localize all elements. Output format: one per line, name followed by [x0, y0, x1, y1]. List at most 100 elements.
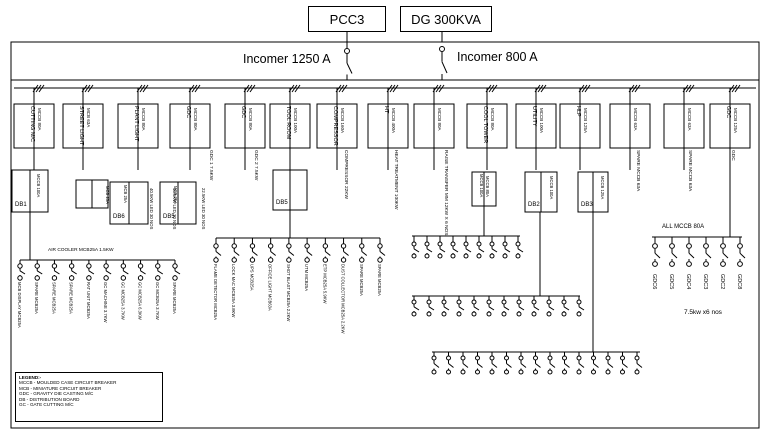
terminal [501, 299, 507, 305]
bus-hatch [392, 84, 399, 93]
switch-blade [379, 251, 386, 256]
terminal [501, 311, 507, 317]
feeder-name: GDC [185, 106, 191, 118]
switch-blade [36, 270, 43, 275]
terminal [120, 275, 127, 281]
gdc-load-name: GDC5 [668, 274, 674, 289]
switch-blade [549, 363, 556, 368]
terminal [286, 257, 292, 263]
gdc-note: 7.5kw x6 nos [684, 309, 723, 316]
terminal [686, 243, 692, 249]
bus-hatch [634, 84, 641, 93]
bus-hatch [294, 84, 301, 93]
terminal [516, 311, 522, 317]
terminal [515, 241, 521, 247]
terminal [518, 355, 524, 361]
terminal [249, 257, 256, 263]
pcc3-box: PCC3 [308, 6, 386, 32]
load-name: UPS MCB25A [249, 264, 254, 291]
feeder-note: SPARE MCCB 63A [635, 150, 641, 192]
terminal [213, 257, 219, 263]
load-name: SHOT BLAST MCB25A 2.2KW [286, 264, 291, 321]
terminal [547, 369, 553, 375]
terminal [322, 243, 329, 249]
feeder-breaker: MCB 63A [86, 108, 91, 127]
all-mccb-label: ALL MCCB 80A [662, 224, 704, 230]
switch-blade [491, 363, 498, 368]
terminal [51, 263, 58, 269]
feeder-breaker: MCCB 80A [437, 108, 442, 131]
terminal [561, 299, 567, 305]
switch-blade [441, 61, 448, 74]
legend-title: LEGEND:- [19, 375, 42, 380]
feeder-name: HLP [575, 106, 581, 117]
switch-blade [477, 363, 483, 368]
switch-blade [578, 306, 585, 311]
switch-blade [448, 363, 454, 368]
terminal [475, 355, 480, 361]
bus-hatch [341, 84, 348, 93]
small-breaker: MCCB 80A [485, 176, 490, 197]
feeder-breaker: MCCB 80A [193, 108, 198, 131]
bus-hatch [84, 84, 91, 93]
gdc-load-name: GDC2 [719, 274, 725, 289]
switch-blade [270, 251, 276, 256]
legend-item: DB - DISTRIBUTION BOARD [19, 396, 80, 402]
terminal [703, 261, 709, 267]
terminal [502, 241, 508, 247]
terminal [456, 311, 462, 317]
load-name: FLAME DETECTOR MCB25A [213, 264, 218, 320]
load-name: SPARE MCB25A [377, 264, 382, 296]
bus-hatch [537, 84, 544, 93]
terminal [120, 263, 127, 269]
switch-blade [564, 363, 570, 368]
switch-blade [413, 306, 420, 311]
terminal [17, 263, 23, 269]
switch-blade [739, 252, 746, 259]
feeder-name: HT [383, 106, 389, 114]
switch-blade [504, 248, 511, 253]
load-name: SPARE MCB25A [172, 282, 177, 314]
terminal [605, 369, 611, 375]
gdc-load-name: GDC6 [651, 274, 657, 289]
terminal [504, 355, 509, 361]
feeder-name: COMPRESSOR [332, 106, 338, 146]
switch-blade [428, 306, 435, 311]
air-cooler-note: AIR COOLER MCB25A 1.5KW [48, 247, 114, 253]
switch-blade [688, 252, 695, 259]
terminal [489, 241, 495, 247]
terminal [620, 355, 625, 361]
terminal [546, 311, 552, 317]
db-label: DB5 [276, 200, 288, 206]
terminal [652, 243, 658, 249]
terminal [424, 253, 430, 259]
switch-blade [105, 270, 112, 275]
feeder-breaker: MCCB 80A [490, 108, 495, 131]
terminal [155, 275, 161, 281]
switch-blade [215, 251, 222, 256]
legend-item: GC - GATE CUTTING M/C [19, 402, 74, 408]
switch-blade [520, 363, 527, 368]
terminal [17, 275, 23, 281]
terminal [531, 311, 537, 317]
switch-blade [517, 248, 524, 253]
bus-hatch [35, 84, 42, 93]
terminal [486, 299, 492, 305]
terminal [424, 241, 430, 247]
switch-blade [413, 248, 420, 253]
load-name: SPARE MCB25A [34, 282, 39, 314]
switch-blade [636, 363, 643, 368]
terminal [213, 243, 219, 249]
switch-blade [325, 251, 331, 256]
bus-hatch [438, 84, 445, 93]
terminal [304, 257, 310, 263]
small-breaker: MCB 25A [123, 185, 128, 203]
feeder-name: CUTTING M/C [29, 106, 35, 142]
small-breaker: MCB 25A [105, 186, 110, 204]
switch-blade [123, 270, 129, 275]
switch-blade [306, 251, 313, 256]
terminal [441, 299, 447, 305]
switch-blade [622, 363, 628, 368]
db-label: DB2 [528, 202, 540, 208]
feeder-breaker: MCCB 80A [141, 108, 146, 131]
